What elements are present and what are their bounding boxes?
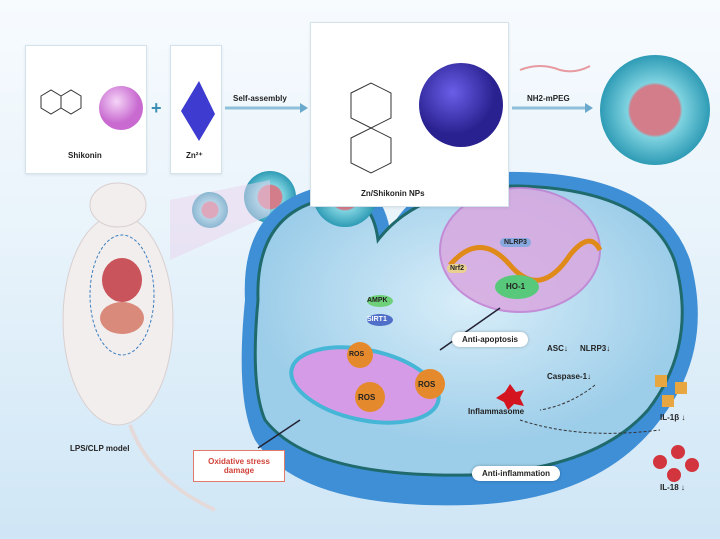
anti-inflammation-label: Anti-inflammation [472,466,560,481]
model-label: LPS/CLP model [70,444,130,453]
anti-apoptosis-label: Anti-apoptosis [452,332,528,347]
ho1-shape [495,275,539,299]
damage-arrow [257,419,301,449]
pegylated-nanoparticle [600,55,710,165]
il1b-icon [655,375,687,407]
shikonin-structure [40,86,143,130]
shikonin-label: Shikonin [68,151,102,160]
ros-burst-icons [347,342,445,412]
nps-box: Zn/Shikonin NPs [310,22,509,207]
inflammasome-label: Inflammasome [468,407,525,416]
inhibition-line [439,307,501,351]
il18-label: IL-18 ↓ [660,483,685,492]
peg-label: NH2-mPEG [527,94,570,103]
zinc-box: Zn²⁺ [170,45,222,174]
oxidative-stress-label: Oxidative stress damage [208,457,270,475]
sirt1-label: SIRT1 [367,316,387,323]
ampk-shape [367,295,393,307]
nlrp3-gene-label: NLRP3 [500,238,531,247]
inflammasome-icon [496,384,524,410]
nrf2-label: Nrf2 [447,264,468,273]
zinc-ion-icon [181,81,215,141]
caspase1-label: Caspase-1↓ [547,372,592,381]
shikonin-box: Shikonin [25,45,147,174]
nps-label: Zn/Shikonin NPs [361,189,425,198]
ros-label-3: ROS [418,380,436,389]
peg-arrow [512,65,593,113]
zinc-label: Zn²⁺ [186,151,203,160]
mouse-illustration [62,180,270,512]
nlrp3-label: NLRP3↓ [580,344,611,353]
asc-label: ASC↓ [547,344,568,353]
plus-sign: + [151,98,162,118]
il18-icon [653,445,699,482]
self-assembly-label: Self-assembly [233,94,287,103]
oxidative-stress-box: Oxidative stress damage [193,450,285,482]
caspase-arrow [539,384,596,411]
ampk-label: AMPK [367,297,388,304]
ho1-label: HO-1 [506,282,526,291]
cytokine-arrow [519,419,661,434]
nps-structure [350,63,503,174]
ros-label-1: ROS [349,351,365,358]
sirt1-shape [367,314,393,326]
self-assembly-arrow [225,103,308,113]
il1b-label: IL-1β ↓ [660,413,686,422]
ros-label-2: ROS [358,393,376,402]
